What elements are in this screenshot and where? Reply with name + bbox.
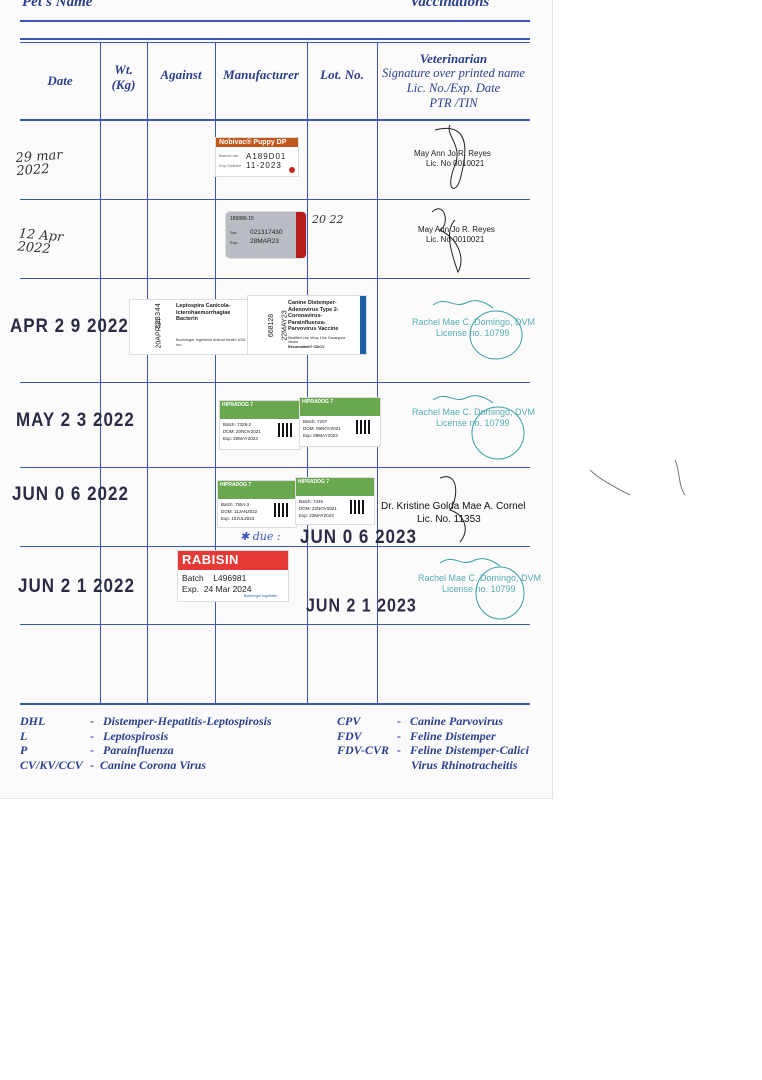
row1-vaccine-sticker: Nobivac® Puppy DP A189D01 11-2023 Batch/… xyxy=(216,138,298,176)
row3-vaccine-sticker-a: 323344 20APR24 Leptospira Canicola-Icter… xyxy=(130,300,248,354)
row5-due-note: ✱ due : xyxy=(240,530,281,543)
row5-vet-signature-scrawl xyxy=(439,476,466,543)
pets-name-label: Pet's Name xyxy=(22,0,93,10)
row2-lot-note: 20 22 xyxy=(312,213,344,226)
row3-date-stamp: APR 2 9 2022 xyxy=(10,314,129,337)
row2-vet-signature-scrawl xyxy=(431,208,462,274)
col-date: Date xyxy=(47,73,73,88)
col-lot-no: Lot. No. xyxy=(320,67,364,82)
row6-vet-signature-scrawl xyxy=(439,558,525,620)
row1-date: 29 mar 2022 xyxy=(15,147,63,180)
legend-right-defs: - Canine Parvovirus - Feline Distemper -… xyxy=(397,714,529,772)
col-weight: Wt.(Kg) xyxy=(111,62,136,92)
header-rule xyxy=(20,20,530,22)
row2-vaccine-sticker: 189886-15 021317430 28MAR23 Ser:Exp: xyxy=(226,212,306,258)
stray-pen-mark xyxy=(589,459,686,496)
row5-due-stamp: JUN 0 6 2023 xyxy=(300,525,417,548)
row5-date-stamp: JUN 0 6 2022 xyxy=(12,482,129,505)
row6-date-stamp: JUN 2 1 2022 xyxy=(18,574,135,597)
row4-vet-signature-scrawl xyxy=(432,395,525,460)
row6-vaccine-sticker: RABISIN Batch L496981 Exp. 24 Mar 2024 B… xyxy=(178,551,288,601)
col-manufacturer: Manufacturer xyxy=(223,67,299,82)
legend-left-defs: - Distemper-Hepatitis-Leptospirosis - Le… xyxy=(90,714,272,772)
col-against: Against xyxy=(160,67,202,82)
row1-vet-signature-scrawl xyxy=(434,124,466,189)
row4-date-stamp: MAY 2 3 2022 xyxy=(16,408,135,431)
vaccinations-label: Vaccinations xyxy=(410,0,490,10)
row2-date: 12 Apr 2022 xyxy=(16,226,64,258)
col-veterinarian: Veterinarian Signature over printed name… xyxy=(382,51,525,110)
vaccination-record-page: Pet's Name Vaccinations Date Wt.(Kg) Aga… xyxy=(0,0,553,799)
row6-due-stamp: JUN 2 1 2023 xyxy=(306,596,417,617)
row3-vaccine-sticker-b: 668128 22MAY23 Canine Distemper-Adenovir… xyxy=(248,296,366,354)
row3-vet-signature-scrawl xyxy=(432,300,523,360)
